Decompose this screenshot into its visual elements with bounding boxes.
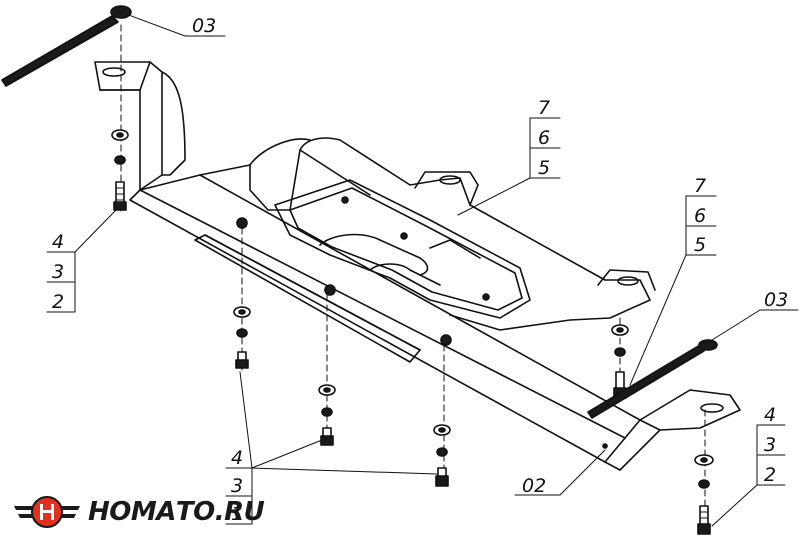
callout-right-7: 7 <box>694 175 706 197</box>
fastener-stack-bottom-3 <box>433 424 451 487</box>
callout-left-3: 3 <box>52 261 64 283</box>
axis-lines <box>120 24 706 531</box>
callout-bottom-center-1: 1 <box>231 503 243 525</box>
cable-tie-mid-right <box>587 309 799 419</box>
callout-bottom-right-2: 2 <box>764 464 776 486</box>
leader-lines <box>46 117 786 527</box>
callout-03-right: 03 <box>764 289 788 311</box>
callout-bottom-right-4: 4 <box>764 404 776 426</box>
callout-right-5: 5 <box>694 234 706 256</box>
callout-03-top: 03 <box>192 15 216 37</box>
fastener-stack-bottom-1 <box>233 306 251 369</box>
brand-logo: НОМАТО.RU <box>12 490 265 534</box>
fastener-stack-left <box>111 129 129 211</box>
callout-02: 02 <box>522 475 546 497</box>
callout-left-2: 2 <box>52 291 64 313</box>
callout-bottom-center-3: 3 <box>231 475 243 497</box>
winged-h-logo-icon <box>14 496 80 528</box>
callout-center-5: 5 <box>538 157 550 179</box>
cable-tie-top-left <box>1 5 226 87</box>
brand-name: НОМАТО.RU <box>88 497 265 527</box>
callout-right-6: 6 <box>694 205 706 227</box>
callout-bottom-center-4: 4 <box>231 447 243 469</box>
callout-center-7: 7 <box>538 97 550 119</box>
callout-left-4: 4 <box>52 231 64 253</box>
fastener-stack-bottom-2 <box>318 384 336 446</box>
callout-center-6: 6 <box>538 127 550 149</box>
callout-bottom-right-3: 3 <box>764 434 776 456</box>
callout-labels: 03 03 02 7 6 5 7 6 5 4 3 2 4 3 2 4 3 1 <box>52 15 788 525</box>
protection-plate <box>94 61 741 471</box>
fastener-stack-bottom-right <box>694 454 714 535</box>
